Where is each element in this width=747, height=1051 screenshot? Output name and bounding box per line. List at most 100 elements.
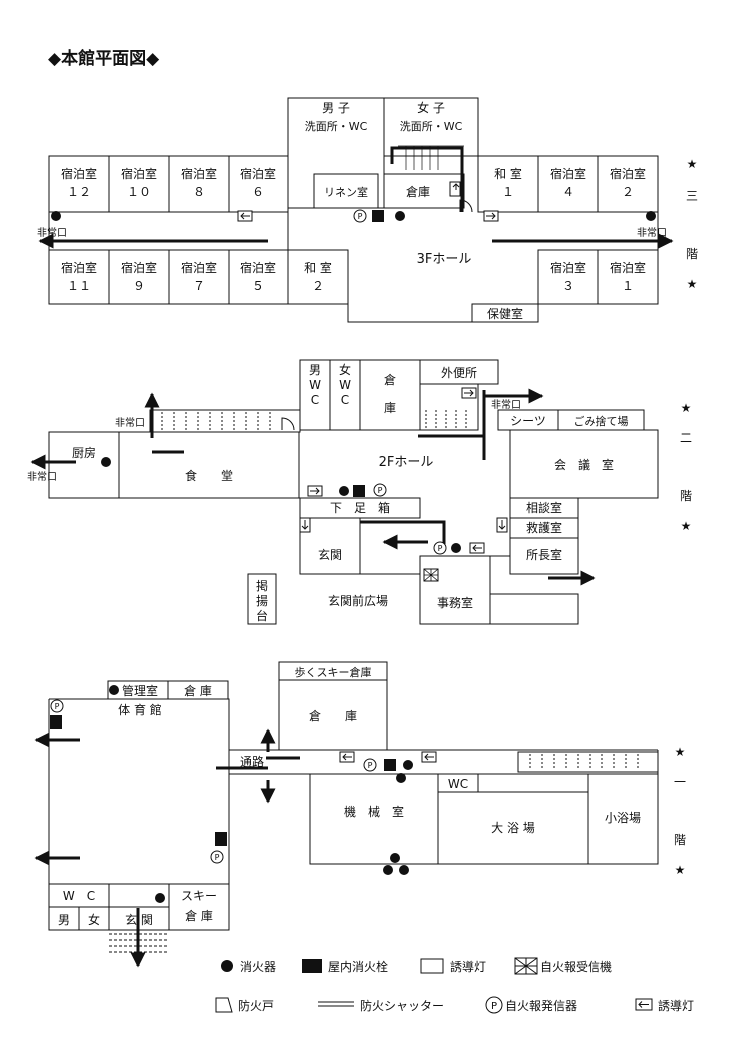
room-2 (597, 155, 659, 213)
room-meeting (509, 429, 659, 499)
extinguisher-icon (395, 211, 405, 221)
svg-text:所長室: 所長室 (526, 547, 562, 562)
svg-text:庫: 庫 (384, 401, 396, 415)
svg-text:★: ★ (675, 745, 686, 759)
svg-text:倉: 倉 (384, 372, 396, 387)
svg-text:宿泊室: 宿泊室 (240, 260, 276, 275)
extinguisher-icon (646, 211, 656, 221)
room-4 (537, 155, 599, 213)
svg-text:W: W (309, 378, 321, 392)
svg-text:通路: 通路 (240, 754, 264, 769)
room-health (471, 303, 539, 323)
svg-text:１１: １１ (67, 279, 91, 293)
legend-fire-door-icon (215, 997, 233, 1013)
svg-text:P: P (368, 761, 373, 770)
guide-light-arrow-icon (483, 210, 499, 222)
room-ski-store (168, 883, 230, 931)
room-office (419, 555, 491, 625)
svg-text:１０: １０ (127, 185, 151, 199)
svg-text:１: １ (502, 185, 514, 199)
svg-text:三: 三 (686, 189, 698, 203)
exit-label-3f-left: 非常口 (37, 226, 67, 239)
svg-text:★: ★ (681, 401, 692, 415)
svg-text:男: 男 (58, 913, 70, 927)
svg-text:玄関: 玄関 (318, 547, 342, 562)
svg-text:非常口: 非常口 (115, 416, 145, 429)
svg-text:宿泊室: 宿泊室 (181, 260, 217, 275)
guide-light-arrow-icon (496, 517, 508, 533)
label-male-wc-3f: 男 子 (322, 101, 350, 115)
svg-text:スキー: スキー (181, 889, 217, 903)
legend-fire-shutter-icon (318, 1001, 354, 1007)
room-wa-1 (477, 155, 539, 213)
svg-text:防火戸: 防火戸 (238, 998, 274, 1013)
guide-light-arrow-icon (421, 751, 437, 763)
guide-light-arrow-icon (307, 485, 323, 497)
svg-text:P: P (438, 544, 443, 553)
guide-light-arrow-icon (237, 210, 253, 222)
svg-text:会 議 室: 会 議 室 (554, 457, 614, 472)
svg-text:宿泊室: 宿泊室 (610, 260, 646, 275)
svg-text:外便所: 外便所 (441, 366, 477, 380)
room-storage-2f (359, 359, 421, 431)
bulletin-board (247, 573, 277, 625)
svg-text:階: 階 (680, 488, 692, 503)
svg-text:宿泊室: 宿泊室 (610, 166, 646, 181)
room-wa-2 (287, 249, 349, 305)
svg-text:★: ★ (687, 277, 698, 291)
extinguisher-icon (390, 853, 400, 863)
legend-guide-light-arrow-icon (635, 998, 653, 1011)
svg-text:自火報受信機: 自火報受信機 (540, 959, 612, 974)
evac-routes-2f (152, 390, 486, 544)
room-dining (118, 431, 300, 499)
svg-text:５: ５ (252, 279, 264, 293)
room-5 (228, 249, 289, 305)
svg-text:W C: W C (63, 889, 95, 903)
svg-text:倉庫: 倉庫 (406, 184, 430, 199)
exit-label-3f-right: 非常口 (637, 226, 667, 239)
svg-text:W: W (339, 378, 351, 392)
label-female-wc-3f: 女 子 (417, 100, 445, 115)
extinguisher-icon (339, 486, 349, 496)
hydrant-icon (372, 210, 384, 222)
svg-text:台: 台 (256, 608, 268, 623)
svg-text:下 足 箱: 下 足 箱 (330, 500, 390, 515)
svg-text:厨房: 厨房 (72, 445, 96, 460)
svg-text:宿泊室: 宿泊室 (240, 166, 276, 181)
evac-routes-3f (390, 146, 464, 212)
svg-text:宿泊室: 宿泊室 (61, 260, 97, 275)
floor-3 (48, 97, 659, 323)
svg-text:女: 女 (88, 912, 100, 927)
svg-text:女: 女 (339, 362, 351, 377)
svg-text:保健室: 保健室 (487, 306, 523, 321)
svg-text:９: ９ (133, 279, 145, 293)
hydrant-icon (353, 485, 365, 497)
extinguisher-icon (155, 893, 165, 903)
svg-text:洗面所・WC: 洗面所・WC (400, 120, 463, 133)
legend-transmitter-icon (485, 996, 503, 1014)
svg-text:掲: 掲 (256, 578, 268, 593)
extinguisher-icon (403, 760, 413, 770)
room-8 (168, 155, 230, 213)
svg-text:非常口: 非常口 (27, 470, 57, 483)
svg-text:P: P (55, 702, 60, 711)
svg-text:P: P (358, 212, 363, 221)
svg-text:食 堂: 食 堂 (185, 468, 233, 483)
room-entrance-2f (299, 517, 361, 575)
svg-text:揚: 揚 (256, 594, 268, 608)
svg-text:１: １ (622, 279, 634, 293)
svg-text:宿泊室: 宿泊室 (550, 260, 586, 275)
extinguisher-icon (383, 865, 393, 875)
svg-text:歩くスキー倉庫: 歩くスキー倉庫 (295, 665, 372, 679)
room-12 (48, 155, 110, 213)
svg-text:３: ３ (562, 279, 574, 293)
extinguisher-icon (399, 865, 409, 875)
room-9 (108, 249, 170, 305)
guide-light-arrow-icon (461, 387, 477, 399)
legend: 消火器 屋内消火栓 誘導灯 自火報受信機 防火戸 防火シャッター P 自火報発信… (215, 957, 694, 1014)
svg-text:宿泊室: 宿泊室 (121, 260, 157, 275)
room-6 (228, 155, 289, 213)
extinguisher-icon (396, 773, 406, 783)
hydrant-icon (50, 715, 62, 729)
